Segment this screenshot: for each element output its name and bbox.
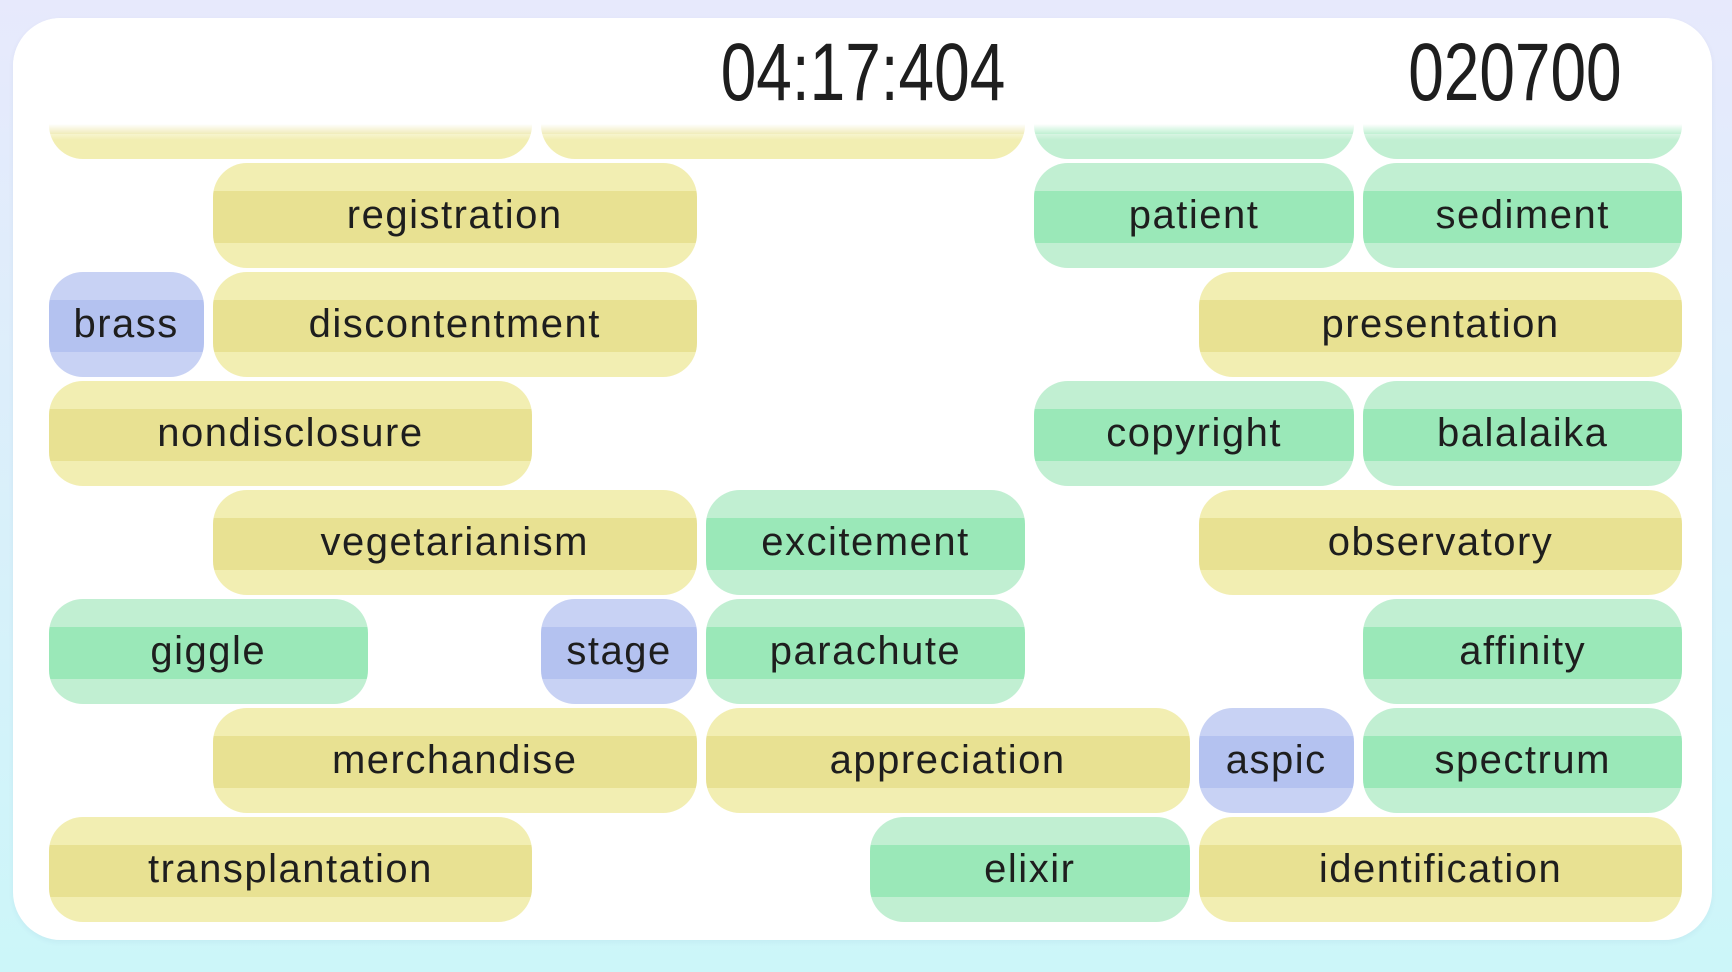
word-pill[interactable]: copyright (1034, 381, 1354, 486)
word-pill[interactable]: affinity (1362, 599, 1683, 704)
word-pill[interactable]: presentation (1198, 272, 1683, 377)
word-pill[interactable]: excitement (705, 490, 1026, 595)
word-pill[interactable]: spectrum (1362, 708, 1683, 813)
score-display: 020700 (1408, 27, 1622, 118)
word-pill[interactable]: registration (212, 163, 697, 268)
hud: 04:17:404 020700 (13, 27, 1712, 130)
word-pill[interactable]: giggle (48, 599, 369, 704)
word-pill[interactable]: transplantation (48, 817, 533, 922)
word-pill[interactable]: merchandise (212, 708, 697, 813)
word-pill[interactable]: nondisclosure (48, 381, 533, 486)
word-pill[interactable]: stage (541, 599, 697, 704)
word-pill[interactable]: vegetarianism (212, 490, 697, 595)
word-pill[interactable]: aspic (1198, 708, 1354, 813)
word-pill[interactable]: sediment (1362, 163, 1683, 268)
word-pill[interactable]: balalaika (1362, 381, 1683, 486)
word-pill[interactable]: elixir (870, 817, 1190, 922)
word-pill[interactable]: observatory (1198, 490, 1683, 595)
timer-display: 04:17:404 (720, 27, 1005, 118)
word-pill[interactable]: patient (1034, 163, 1354, 268)
word-pill[interactable]: appreciation (705, 708, 1190, 813)
word-pill[interactable]: parachute (705, 599, 1026, 704)
word-pill[interactable]: brass (48, 272, 204, 377)
word-pill[interactable]: discontentment (212, 272, 697, 377)
word-pill[interactable]: identification (1198, 817, 1683, 922)
